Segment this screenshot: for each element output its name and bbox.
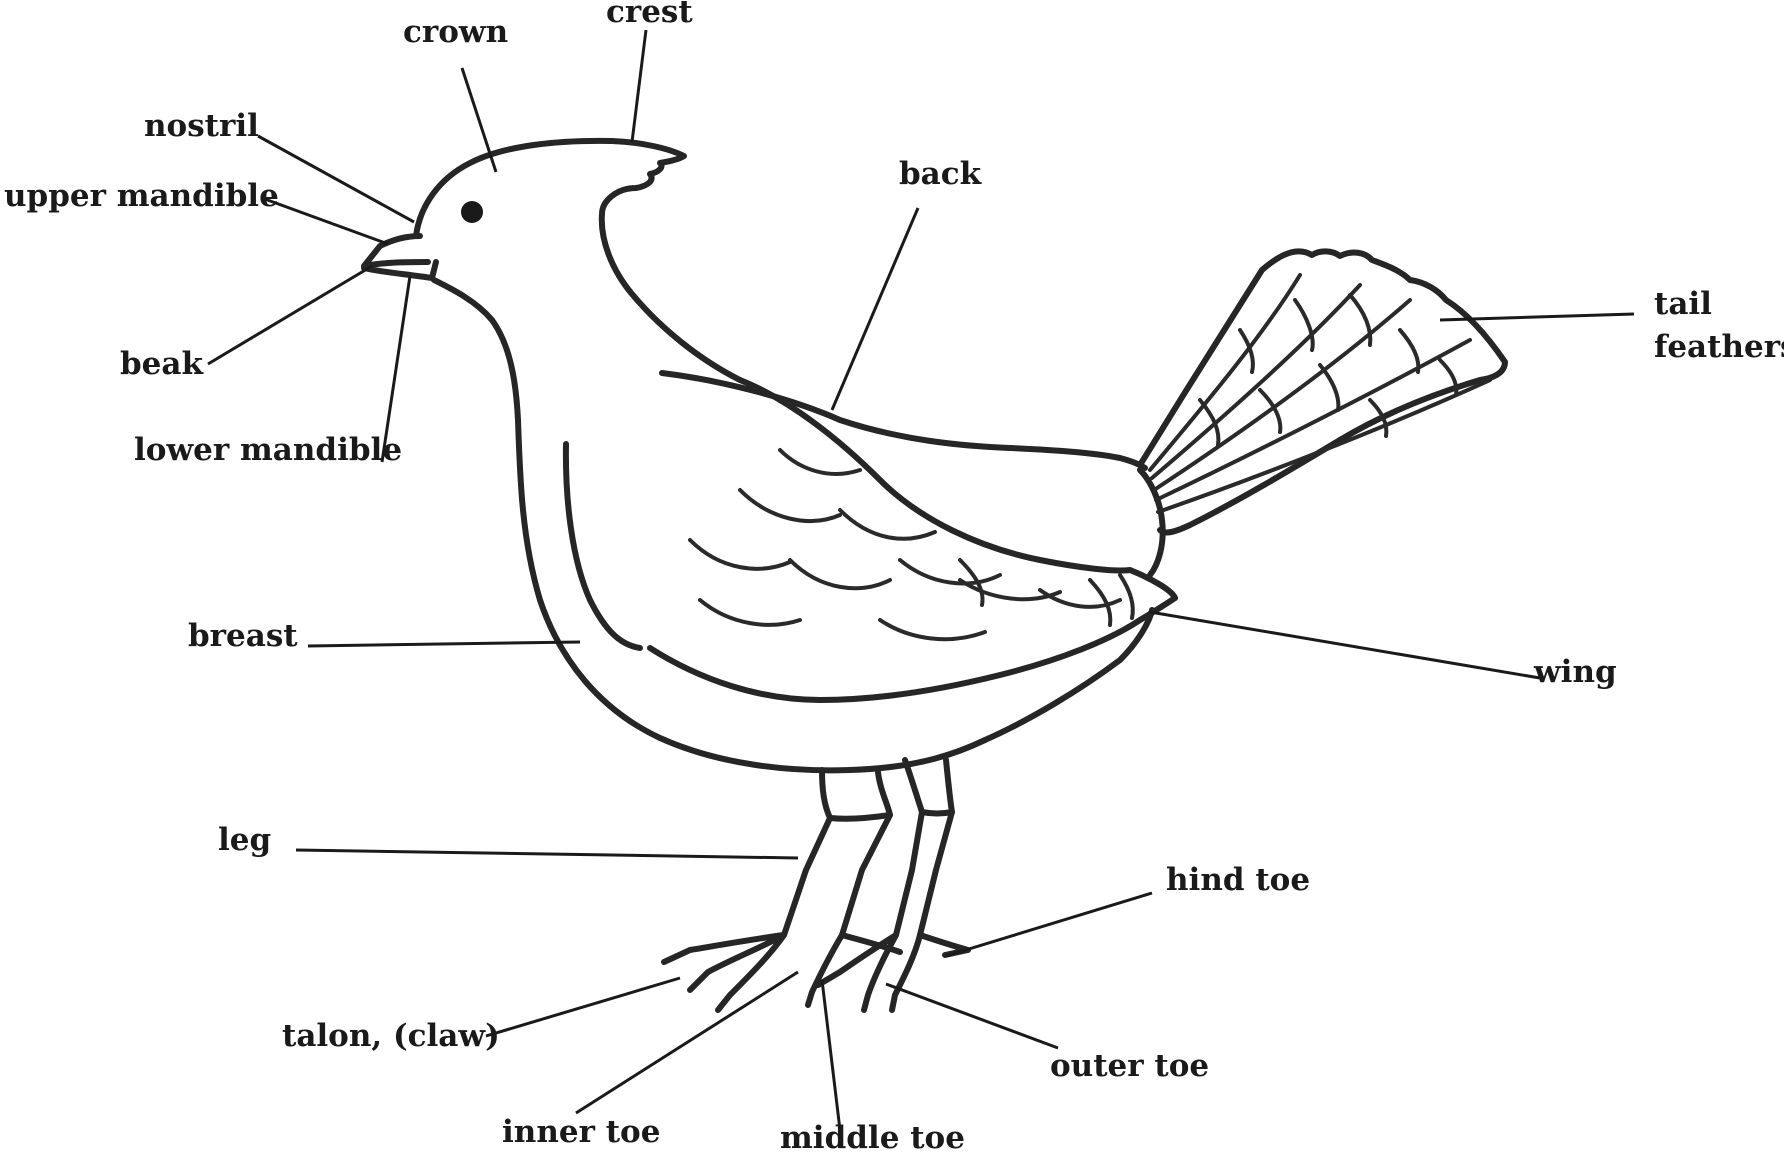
wing-feather-2 (740, 490, 840, 521)
leader-crest (632, 30, 646, 142)
leader-upper-mandible (262, 198, 388, 244)
breast-curve (566, 444, 640, 648)
label-middle-toe: middle toe (780, 1120, 965, 1157)
label-beak: beak (120, 346, 203, 383)
label-talon: talon, (claw) (282, 1018, 500, 1055)
tail-feather-shaft-3 (1154, 300, 1410, 490)
label-lower-mandible: lower mandible (134, 432, 402, 469)
right-leg-back (920, 760, 952, 935)
label-leg: leg (218, 822, 271, 859)
label-crown: crown (403, 14, 508, 51)
leader-leg (296, 850, 798, 858)
right-leg (896, 760, 922, 935)
label-wing: wing (1534, 654, 1617, 691)
right-foot-toes (818, 935, 968, 1010)
label-tail-feathers-line1: tail (1654, 286, 1712, 323)
label-upper-mandible: upper mandible (4, 178, 279, 215)
label-outer-toe: outer toe (1050, 1048, 1209, 1085)
leader-outer-toe (886, 984, 1058, 1048)
wing-feather-9 (880, 620, 985, 639)
tail-feather-bar-6 (1320, 365, 1338, 410)
leader-beak (208, 266, 372, 364)
wing-feather-3 (690, 540, 790, 569)
thigh (830, 815, 890, 819)
beak-upper (364, 236, 428, 266)
label-nostril: nostril (144, 108, 259, 145)
left-leg (784, 770, 830, 935)
back-outline (662, 373, 1145, 468)
label-inner-toe: inner toe (502, 1114, 660, 1151)
label-tail-feathers-line2: feathers (1654, 329, 1784, 366)
wing-outline-top (740, 380, 1175, 598)
wing-feather-6 (700, 600, 800, 625)
wing-feather-5 (790, 560, 890, 588)
leader-inner-toe (576, 972, 798, 1113)
thigh-right (922, 812, 952, 814)
leader-middle-toe (822, 980, 840, 1130)
wing-outline-bottom (650, 598, 1175, 700)
label-back: back (899, 156, 981, 193)
wing-feather-12 (1090, 580, 1110, 625)
leader-talon (486, 978, 680, 1036)
leader-nostril (258, 136, 414, 222)
eye (461, 201, 483, 223)
tail-outline (1140, 251, 1505, 532)
wing-feather-13 (1120, 575, 1133, 618)
leader-back (832, 208, 918, 410)
leader-wing (1150, 612, 1540, 678)
bird-drawing (364, 141, 1505, 1010)
label-hind-toe: hind toe (1166, 862, 1310, 899)
left-leg-back (842, 772, 890, 935)
label-crest: crest (606, 0, 693, 31)
tail-feather-bar-7 (1400, 330, 1418, 372)
wing-feather-7 (900, 560, 1000, 583)
leader-hind-toe (946, 893, 1152, 956)
leader-lines (208, 30, 1634, 1130)
label-breast: breast (188, 618, 298, 655)
head-outline (416, 141, 740, 380)
leader-breast (308, 642, 580, 646)
